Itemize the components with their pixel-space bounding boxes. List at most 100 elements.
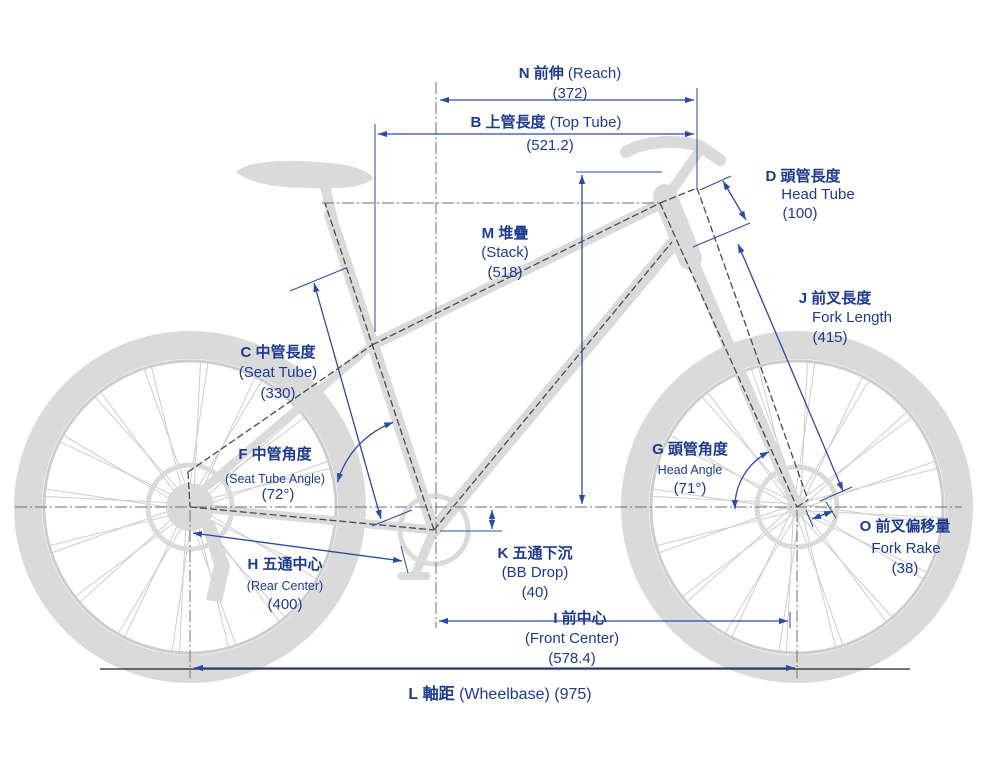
dimension-lines [192,88,853,672]
head-tube-label: D 頭管長度 [765,167,841,185]
fork-rake-dimension [811,510,834,520]
fork-length-value: (415) [812,329,847,346]
wheel-spoke [806,460,935,508]
head-tube-cap-line [659,187,698,204]
head-angle-name-zh: 頭管角度 [668,440,729,458]
fork-rake-name-en: Fork Rake [871,540,940,557]
wheel-spoke [199,460,328,508]
handlebar [620,136,726,166]
fork-rake-letter: O [860,518,872,535]
fork-length-bottom-extension [819,486,853,502]
wheel-spoke [198,468,330,502]
fork-rake-extension-1 [805,509,814,528]
wheel-spoke [46,488,181,510]
seat-tube-bottom-extension [371,509,413,527]
wheel-spoke [124,513,184,637]
wheelbase-name-en: (Wheelbase) [459,686,550,703]
front-center-letter: I [553,610,557,627]
wheel-spoke [657,512,789,546]
head-tube-letter: D [765,168,776,185]
seat-tube-value: (330) [260,385,295,402]
wheel-spoke [117,516,189,634]
chainstay-line [189,506,435,531]
front-wheel-spokes [652,362,942,652]
top-tube-value: (521.2) [526,137,574,154]
wheel-spoke [806,508,924,580]
head-tube-dimension [722,180,747,221]
seat-tube-angle-name-en: (Seat Tube Angle) [225,472,325,486]
wheel-spoke [75,514,185,597]
wheel-spoke [802,417,912,500]
wheel-spoke [800,515,893,618]
wheelbase-label: L 軸距 (Wheelbase) (975) [408,684,591,703]
reach-letter: N [519,65,530,82]
seat-tube-name-zh: 中管長度 [256,343,317,361]
reach-name-zh: 前伸 [534,64,564,82]
wheel-spoke [50,512,182,546]
wheel-spoke [682,514,792,597]
wheel-spoke [724,516,796,634]
top-tube-name-zh: 上管長度 [486,113,547,131]
fork-length-label: J 前叉長度 [799,289,873,307]
fork-length-name-en: Fork Length [812,309,892,326]
wheel-spoke [652,496,788,504]
wheel-spoke [143,369,191,498]
rear-center-letter: H [247,556,258,573]
wheel-spoke [786,516,794,652]
rear-center-name-en: (Rear Center) [247,579,323,593]
rear-center-label: H 五通中心 [247,555,322,573]
wheel-spoke [803,513,927,573]
wheel-spoke [778,516,800,651]
wheel-spoke [79,510,182,603]
wheel-spoke [800,362,808,498]
reach-value: (372) [552,85,587,102]
fork-length-letter: J [799,290,807,307]
seat-tube-angle-name-zh: 中管角度 [252,445,313,463]
bb-drop-name-zh: 五通下沉 [513,544,573,562]
seat-tube-angle-arc [336,421,394,483]
seat-tube-name-en: (Seat Tube) [239,364,317,381]
top-tube-label: B 上管長度 (Top Tube) [471,113,622,131]
stack-letter: M [482,225,495,242]
head-tube-value: (100) [782,205,817,222]
seatpost [320,181,339,230]
wheel-spoke [803,377,863,501]
wheel-spoke [52,506,181,554]
front-center-name-en: (Front Center) [525,630,619,647]
wheel-spoke [805,468,937,502]
head-tube-name-en: Head Tube [781,186,854,203]
rear-center-name-zh: 五通中心 [263,555,323,573]
reach-label: N 前伸 (Reach) [519,64,622,82]
front-center-name-zh: 前中心 [562,609,607,627]
bb-drop-value: (40) [522,584,549,601]
rear-dropout-line [187,471,191,508]
wheel-spoke [63,434,181,506]
fork-rake-extension-2 [825,501,837,519]
stack-label: M 堆疊 [482,224,529,242]
fork-length-name-zh: 前叉長度 [811,289,872,307]
seat-tube-angle-label: F 中管角度 [238,445,312,463]
stem [663,145,705,201]
bb-drop-letter: K [497,545,508,562]
top-tube-letter: B [471,114,482,131]
dimension-labels: N 前伸 (Reach) (372) B 上管長度 (Top Tube) (52… [225,64,950,703]
rear-center-extension [400,545,409,574]
stack-name-en: (Stack) [481,244,529,261]
fork-rake-value: (38) [892,560,919,577]
wheel-spoke [796,516,844,645]
fork-tip-line [796,499,809,508]
bb-drop-label: K 五通下沉 [497,544,572,562]
wheel-spoke [659,506,788,554]
wheel-spoke [187,363,209,498]
wheel-spoke [804,512,887,622]
wheel-spoke [198,411,301,504]
head-angle-label: G 頭管角度 [652,440,729,458]
head-angle-arc [731,451,770,510]
head-tube-fork-line [659,202,798,508]
fork-length-dimension [737,243,844,492]
wheel-spoke [94,396,187,499]
wheel-spoke [802,515,836,647]
saddle [236,160,373,189]
fork-rake-name-zh: 前叉偏移量 [875,517,950,535]
